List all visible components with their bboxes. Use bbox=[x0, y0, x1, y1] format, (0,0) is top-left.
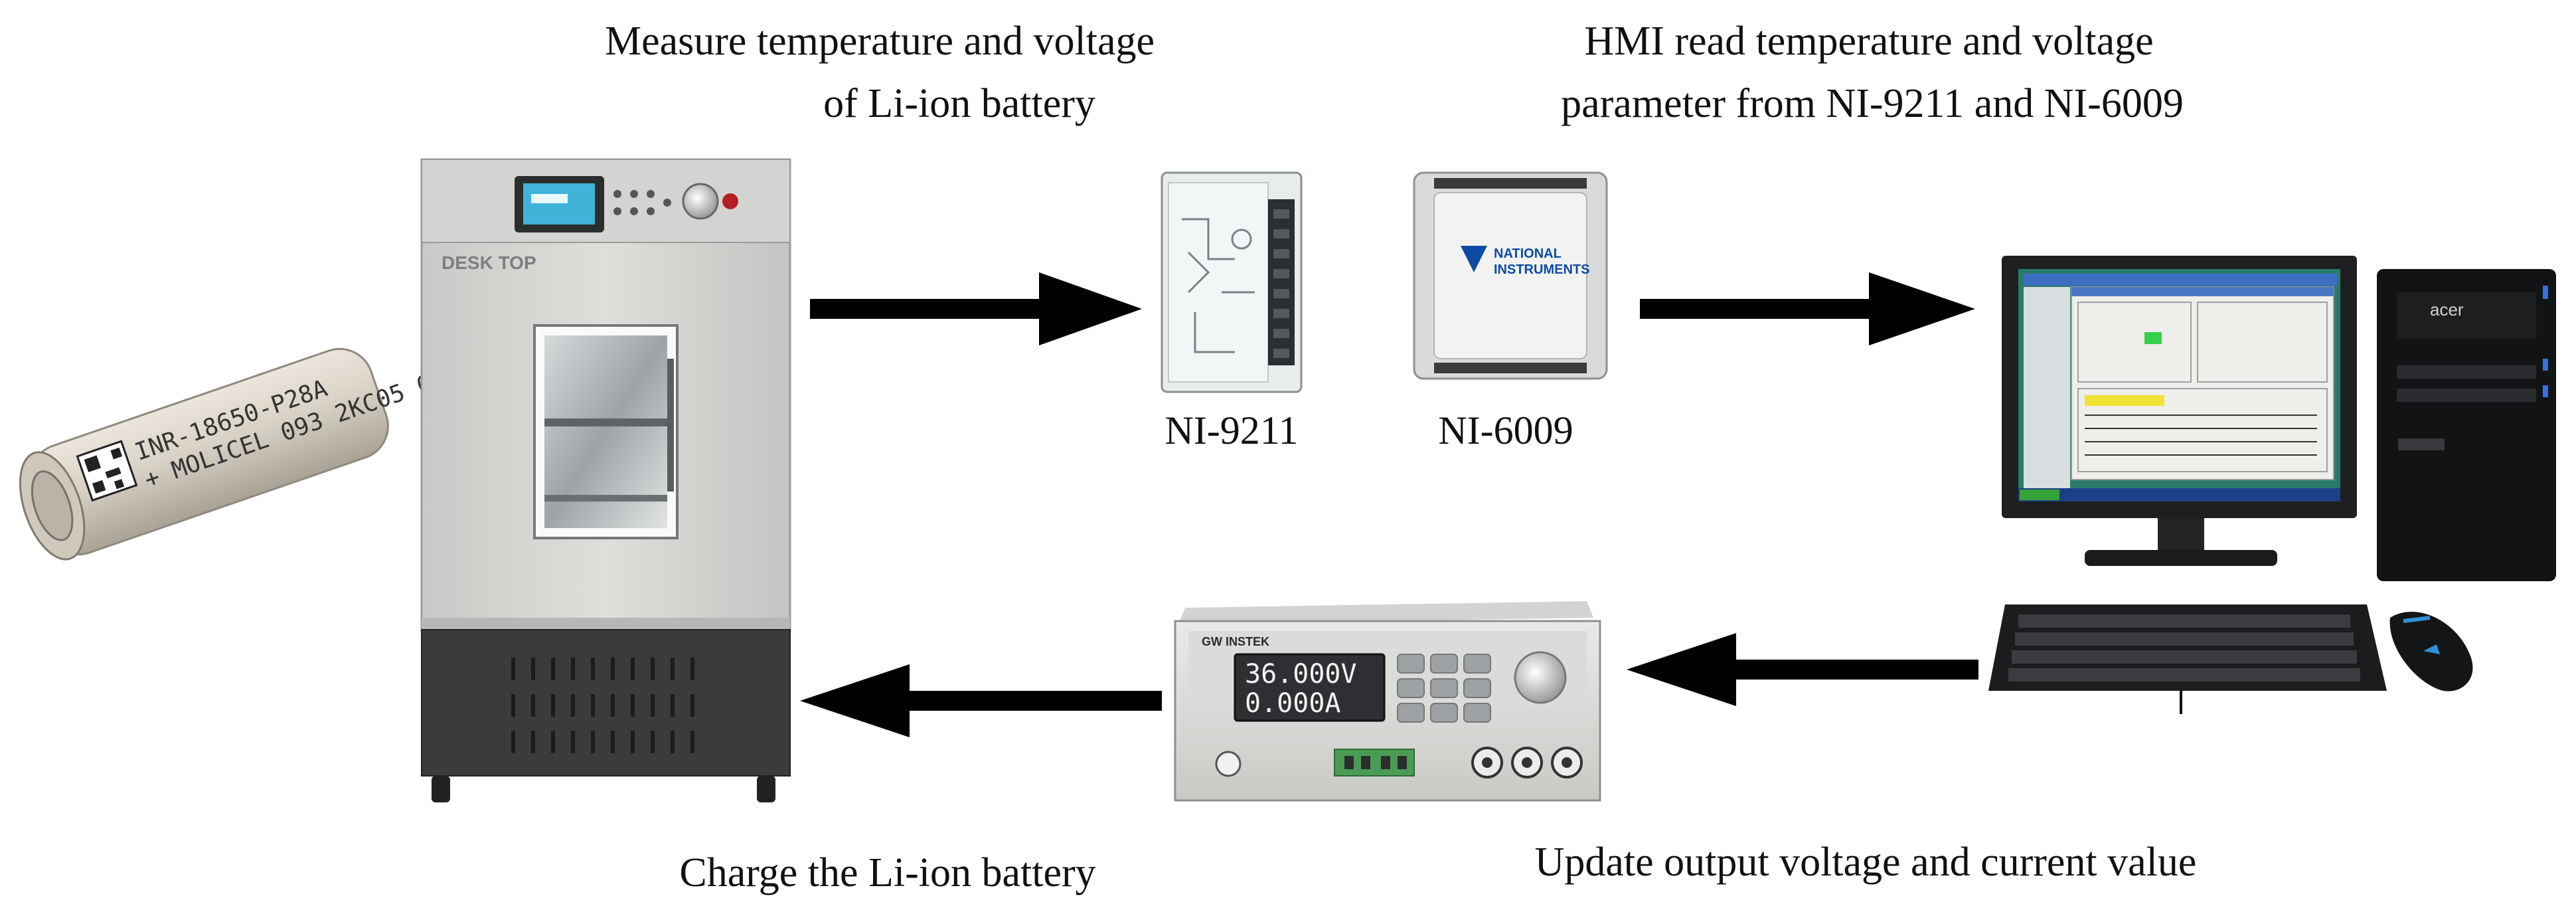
chamber-brand: DESK TOP bbox=[442, 252, 536, 273]
ni6009-brand-line1: NATIONAL bbox=[1494, 246, 1562, 261]
chamber-vents bbox=[511, 658, 694, 753]
chamber-base bbox=[421, 629, 791, 777]
psu-current-readout: 0.000A bbox=[1245, 688, 1341, 719]
ni6009-label: NI-6009 bbox=[1438, 409, 1573, 452]
pc-tower bbox=[2377, 269, 2556, 581]
hmi-window bbox=[2071, 286, 2334, 480]
psu-knob bbox=[1514, 651, 1567, 704]
psu-display bbox=[1234, 653, 1386, 722]
arrow-chamber-to-ni9211 bbox=[810, 272, 1142, 345]
update-caption: Update output voltage and current value bbox=[1535, 840, 2197, 885]
psu-keypad bbox=[1397, 654, 1491, 723]
chamber-knob bbox=[682, 183, 719, 220]
charge-caption: Charge the Li-ion battery bbox=[679, 850, 1095, 895]
ni6009-brand-line2: INSTRUMENTS bbox=[1494, 262, 1589, 277]
tower-brand: acer bbox=[2430, 300, 2464, 320]
mouse bbox=[2389, 612, 2473, 691]
ni6009-device: NATIONAL INSTRUMENTS bbox=[1413, 171, 1608, 380]
computer: acer bbox=[1988, 256, 2556, 714]
ni6009-terminals-top bbox=[1434, 178, 1587, 189]
chamber-buttons bbox=[613, 190, 671, 215]
arrow-ni6009-to-computer bbox=[1640, 272, 1975, 345]
psu-output-terminals bbox=[1471, 747, 1583, 779]
chamber-wheel-left bbox=[432, 776, 450, 802]
hmi-caption-line1: HMI read temperature and voltage bbox=[1584, 19, 2153, 64]
arrow-psu-to-chamber bbox=[800, 664, 1162, 737]
ni9211-module bbox=[1161, 171, 1303, 393]
chamber-wheel-right bbox=[757, 776, 775, 802]
measure-caption-line1: Measure temperature and voltage bbox=[605, 19, 1155, 64]
measure-caption-line2: of Li-ion battery bbox=[823, 81, 1095, 126]
psu-brand: GW INSTEK bbox=[1202, 635, 1269, 648]
ni-logo-icon bbox=[1461, 246, 1487, 272]
hmi-caption-line2: parameter from NI-9211 and NI-6009 bbox=[1561, 81, 2184, 126]
measure-caption: Measure temperature and voltage of Li-io… bbox=[605, 19, 1155, 126]
ni9211-label: NI-9211 bbox=[1165, 409, 1298, 452]
temperature-chamber: DESK TOP bbox=[420, 158, 791, 802]
monitor-stand bbox=[2085, 550, 2277, 566]
ni9211-terminal-block bbox=[1268, 199, 1295, 365]
chamber-indicator-light bbox=[722, 193, 738, 209]
hmi-caption: HMI read temperature and voltage paramet… bbox=[1561, 19, 2184, 126]
keyboard bbox=[1988, 604, 2387, 691]
psu-power-button bbox=[1215, 751, 1242, 777]
chamber-screen bbox=[523, 183, 595, 225]
ni9211-circuit-diagram bbox=[1182, 218, 1255, 353]
dc-power-supply: GW INSTEK 36.000V 0.000A bbox=[1174, 601, 1601, 802]
arrow-computer-to-psu bbox=[1627, 633, 1978, 706]
li-ion-battery: INR-18650-P28A + MOLICEL 093 2KC05 03 bbox=[19, 347, 449, 561]
psu-voltage-readout: 36.000V bbox=[1245, 659, 1357, 689]
ni6009-terminals-bottom bbox=[1434, 363, 1587, 373]
